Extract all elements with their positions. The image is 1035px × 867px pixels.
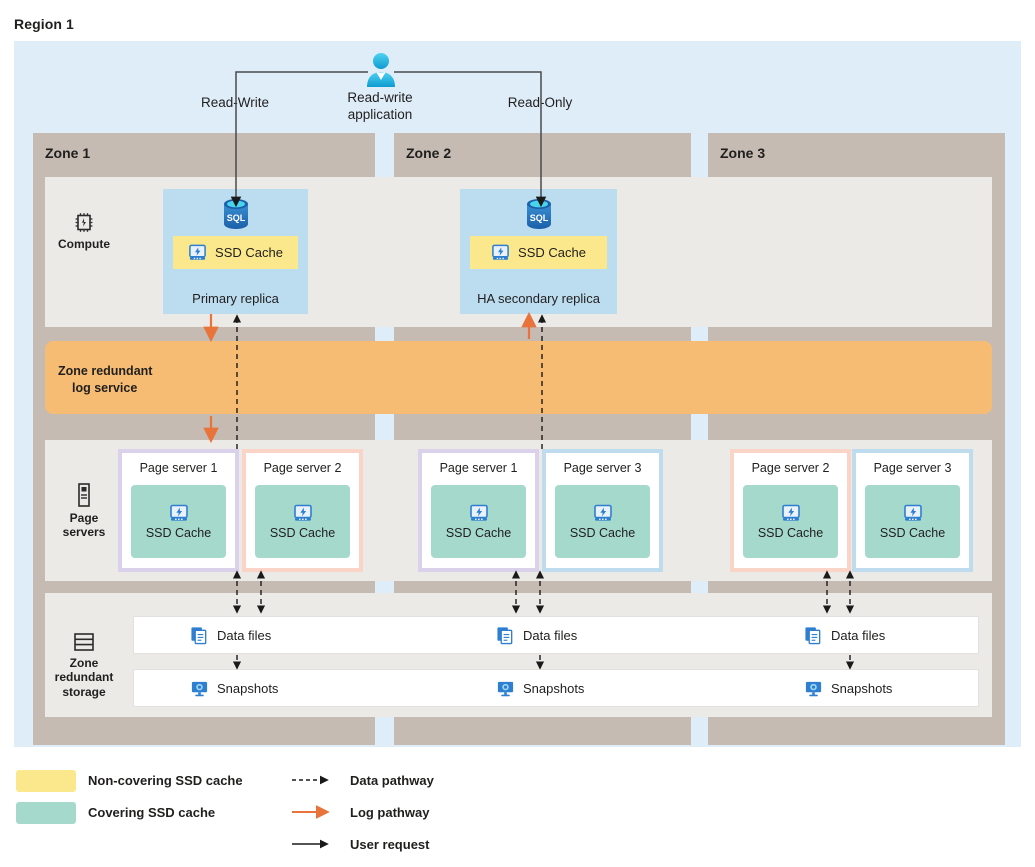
- primary-replica-label: Primary replica: [192, 291, 279, 306]
- ha-ssd-cache: SSD Cache: [470, 236, 607, 269]
- ssd-cache-icon: [593, 504, 612, 521]
- ssd-cache-icon: [903, 504, 922, 521]
- page-server-ssd-cache: SSD Cache: [431, 485, 526, 558]
- legend-label-covering: Covering SSD cache: [88, 805, 216, 820]
- page-servers-label-line1: Page: [69, 511, 99, 525]
- ssd-cache-icon: [469, 504, 488, 521]
- page-server-title: Page server 3: [563, 461, 642, 475]
- snapshots-label: Snapshots: [217, 680, 279, 696]
- app-label-line1: Read-write: [347, 90, 413, 105]
- page-server-cache-label: SSD Cache: [569, 526, 636, 540]
- snapshots-icon: [805, 681, 822, 696]
- log-service-label: Zone redundant log service: [58, 363, 152, 397]
- row-label-storage: Zone redundant storage: [44, 632, 124, 699]
- page-server-card-z1-ps2[interactable]: Page server 2 SSD Cache: [242, 449, 363, 572]
- svg-text:SQL: SQL: [529, 213, 548, 223]
- row-label-page-servers: Page servers: [44, 483, 124, 540]
- page-server-card-z2-ps1[interactable]: Page server 1 SSD Cache: [418, 449, 539, 572]
- page-server-cache-label: SSD Cache: [879, 526, 946, 540]
- zone-label-2: Zone 2: [406, 145, 452, 161]
- ssd-cache-icon: [492, 244, 509, 260]
- legend-swatch-covering: [16, 802, 76, 824]
- row-label-compute: Compute: [44, 212, 124, 251]
- data-files-icon: [497, 626, 513, 644]
- svg-text:SQL: SQL: [226, 213, 245, 223]
- page-server-ssd-cache: SSD Cache: [865, 485, 960, 558]
- legend-label-data-pathway: Data pathway: [350, 773, 434, 788]
- storage-label-line2: redundant: [54, 670, 114, 685]
- data-files-item-zone1[interactable]: Data files: [190, 617, 271, 653]
- data-files-label: Data files: [523, 627, 578, 643]
- snapshots-icon: [497, 681, 514, 696]
- snapshots-item-zone2[interactable]: Snapshots: [496, 670, 584, 706]
- page-server-title: Page server 1: [439, 461, 518, 475]
- page-server-card-z2-ps3[interactable]: Page server 3 SSD Cache: [542, 449, 663, 572]
- data-files-label: Data files: [217, 627, 272, 643]
- app-label-line2: application: [347, 106, 413, 122]
- page-server-ssd-cache: SSD Cache: [255, 485, 350, 558]
- ssd-cache-icon: [781, 504, 800, 521]
- app-label: Read-write application: [320, 90, 440, 124]
- page-server-cache-label: SSD Cache: [757, 526, 824, 540]
- snapshots-label: Snapshots: [523, 680, 585, 696]
- snapshots-item-zone3[interactable]: Snapshots: [804, 670, 892, 706]
- data-files-icon: [191, 626, 207, 644]
- sql-database-icon: SQL: [163, 197, 308, 231]
- zone-redundant-log-service: [45, 341, 992, 414]
- data-files-item-zone2[interactable]: Data files: [496, 617, 577, 653]
- ssd-cache-icon: [293, 504, 312, 521]
- page-server-card-z3-ps2[interactable]: Page server 2 SSD Cache: [730, 449, 851, 572]
- page-server-ssd-cache: SSD Cache: [131, 485, 226, 558]
- page-server-title: Page server 2: [263, 461, 342, 475]
- storage-label-line1: Zone: [69, 656, 99, 670]
- sql-database-icon: SQL: [460, 197, 617, 231]
- legend-label-log-pathway: Log pathway: [350, 805, 430, 820]
- ha-replica-label: HA secondary replica: [477, 291, 600, 306]
- snapshots-label: Snapshots: [831, 680, 893, 696]
- page-server-title: Page server 1: [139, 461, 218, 475]
- primary-ssd-cache-label: SSD Cache: [215, 245, 283, 260]
- page-server-cache-label: SSD Cache: [269, 526, 336, 540]
- data-files-icon: [805, 626, 821, 644]
- snapshots-icon: [191, 681, 208, 696]
- page-servers-label-line2: servers: [62, 525, 106, 540]
- data-files-label: Data files: [831, 627, 886, 643]
- ha-secondary-replica-card[interactable]: SQL SSD Cache HA secondary replica: [460, 189, 617, 314]
- compute-label-text: Compute: [58, 237, 110, 251]
- read-write-label: Read-Write: [200, 95, 270, 110]
- legend-label-non-covering: Non-covering SSD cache: [88, 773, 243, 788]
- ha-ssd-cache-label: SSD Cache: [518, 245, 586, 260]
- page-server-cache-label: SSD Cache: [145, 526, 212, 540]
- zone-label-1: Zone 1: [45, 145, 91, 161]
- data-files-item-zone3[interactable]: Data files: [804, 617, 885, 653]
- page-server-cache-label: SSD Cache: [445, 526, 512, 540]
- read-only-label: Read-Only: [507, 95, 573, 110]
- region-title: Region 1: [14, 16, 74, 32]
- snapshots-row: Snapshots Snapshots Snapshots: [133, 669, 979, 707]
- ssd-cache-icon: [189, 244, 206, 260]
- cpu-chip-icon: [75, 213, 93, 232]
- legend-swatch-non-covering: [16, 770, 76, 792]
- page-server-title: Page server 3: [873, 461, 952, 475]
- page-server-card-z1-ps1[interactable]: Page server 1 SSD Cache: [118, 449, 239, 572]
- page-server-ssd-cache: SSD Cache: [555, 485, 650, 558]
- log-service-label-line1: Zone redundant: [58, 364, 153, 378]
- log-service-label-line2: log service: [72, 380, 138, 395]
- page-server-card-z3-ps3[interactable]: Page server 3 SSD Cache: [852, 449, 973, 572]
- user-icon: [364, 52, 398, 93]
- primary-replica-card[interactable]: SQL SSD Cache Primary replica: [163, 189, 308, 314]
- server-icon: [78, 483, 90, 507]
- zone-label-3: Zone 3: [720, 145, 766, 161]
- storage-label-line3: storage: [62, 684, 106, 699]
- primary-ssd-cache: SSD Cache: [173, 236, 298, 269]
- page-server-title: Page server 2: [751, 461, 830, 475]
- data-files-row: Data files Data files Data files: [133, 616, 979, 654]
- storage-stack-icon: [74, 633, 94, 651]
- legend-label-user-request: User request: [350, 837, 430, 852]
- page-server-ssd-cache: SSD Cache: [743, 485, 838, 558]
- snapshots-item-zone1[interactable]: Snapshots: [190, 670, 278, 706]
- ssd-cache-icon: [169, 504, 188, 521]
